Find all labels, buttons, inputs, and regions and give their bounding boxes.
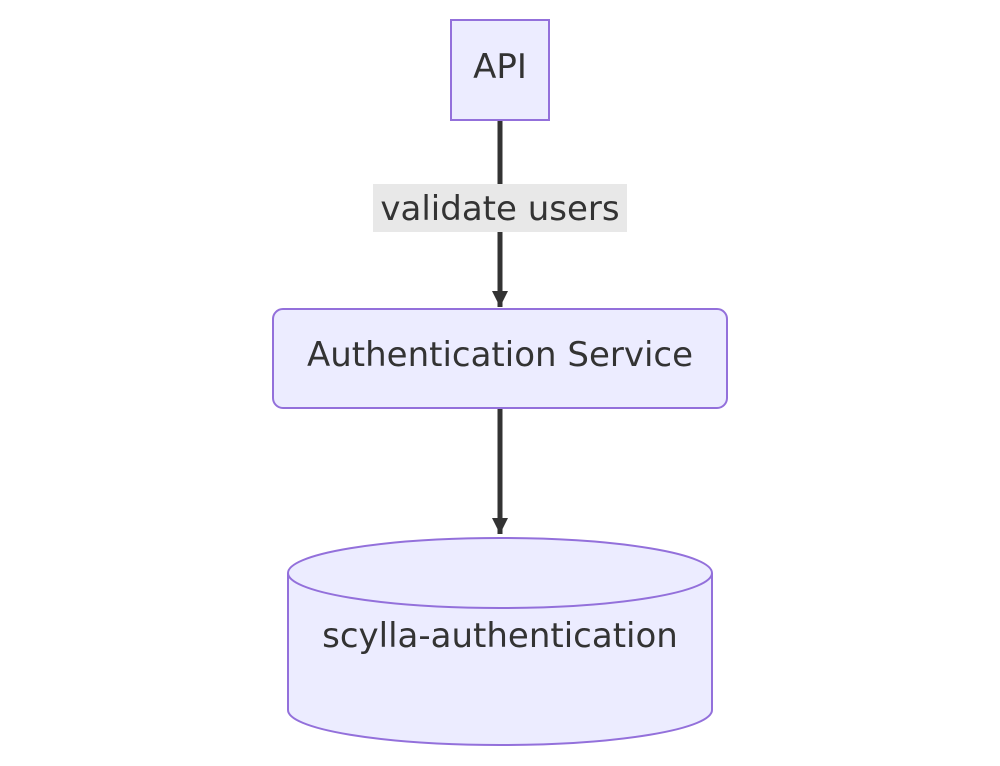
edge-api-to-auth-service: validate users: [373, 121, 627, 307]
edge-label-background: [373, 184, 627, 232]
node-api-label: API: [473, 47, 527, 87]
node-authentication-service: Authentication Service: [272, 308, 728, 409]
node-api: API: [450, 19, 550, 121]
node-auth-service-box: [272, 308, 728, 409]
database-cylinder-top: [287, 537, 713, 609]
node-api-box: [450, 19, 550, 121]
database-cylinder-body: [287, 573, 713, 746]
edge-label-validate-users: validate users: [380, 189, 619, 229]
node-database-label: scylla-authentication: [322, 616, 678, 656]
node-scylla-authentication-database: scylla-authentication: [287, 537, 713, 746]
node-auth-service-label: Authentication Service: [307, 335, 693, 375]
